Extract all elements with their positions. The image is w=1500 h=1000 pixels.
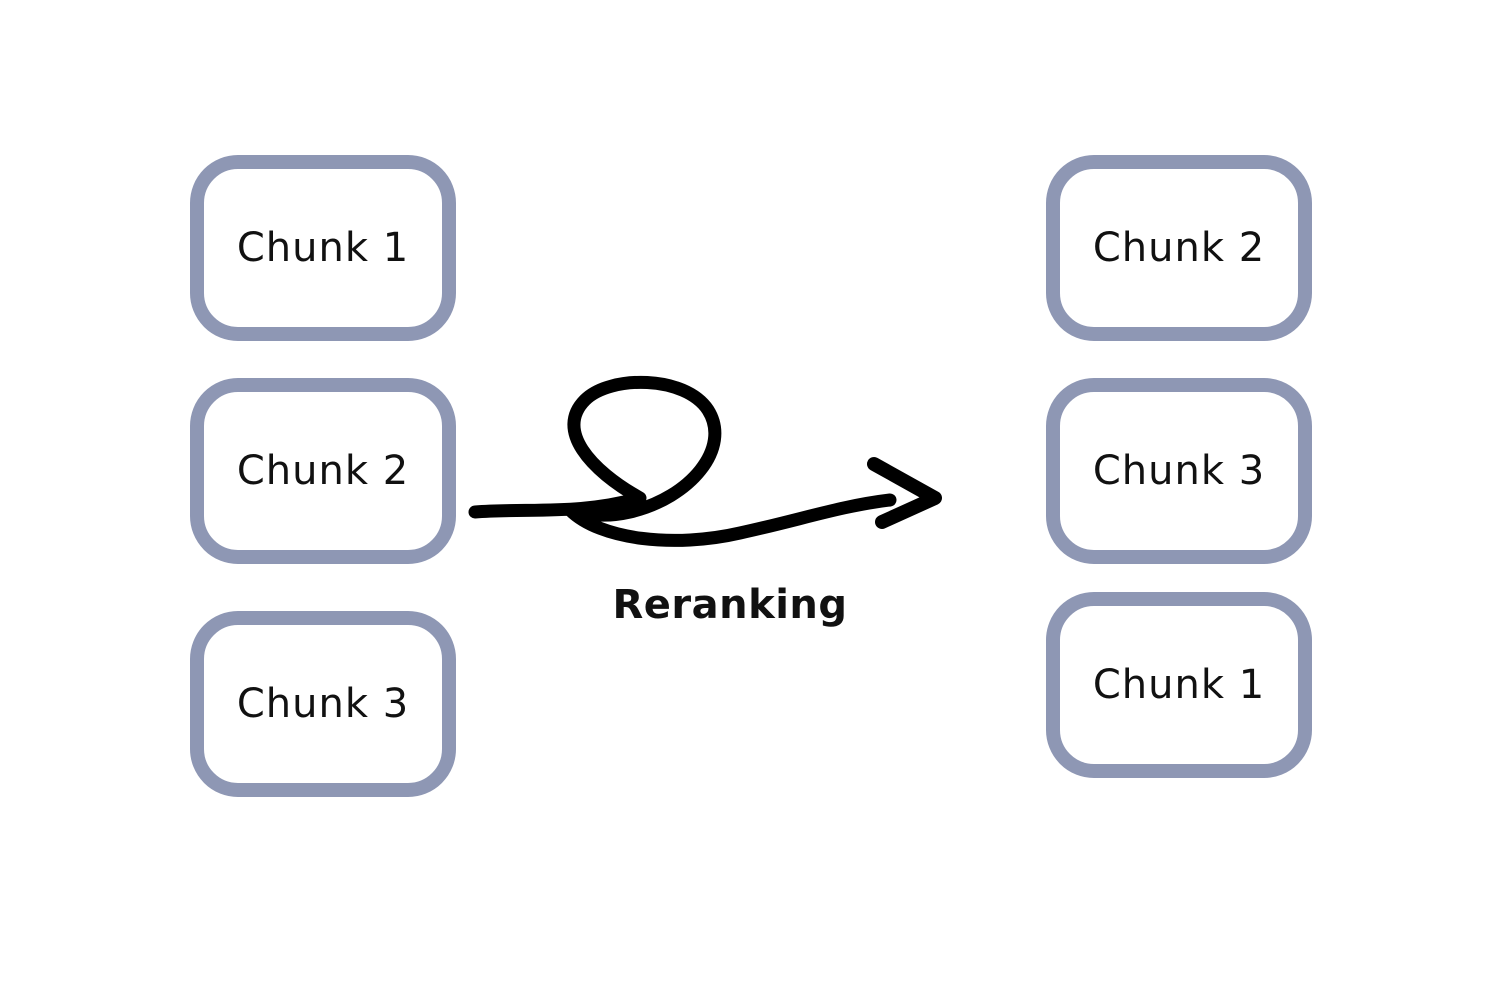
- input-chunk-2: Chunk 2: [190, 378, 456, 564]
- chunk-label: Chunk 1: [1092, 662, 1266, 708]
- arrow-shaft: [468, 375, 897, 547]
- input-chunk-1: Chunk 1: [190, 155, 456, 341]
- looped-arrow-icon: [468, 375, 942, 547]
- arrowhead: [867, 457, 942, 529]
- chunk-label: Chunk 2: [1092, 225, 1266, 271]
- chunk-label: Chunk 3: [1092, 448, 1266, 494]
- output-chunk-3: Chunk 1: [1046, 592, 1312, 778]
- output-chunk-2: Chunk 3: [1046, 378, 1312, 564]
- process-label: Reranking: [612, 582, 848, 628]
- chunk-label: Chunk 2: [236, 448, 410, 494]
- output-chunk-1: Chunk 2: [1046, 155, 1312, 341]
- chunk-label: Chunk 3: [236, 681, 410, 727]
- input-chunk-3: Chunk 3: [190, 611, 456, 797]
- chunk-label: Chunk 1: [236, 225, 410, 271]
